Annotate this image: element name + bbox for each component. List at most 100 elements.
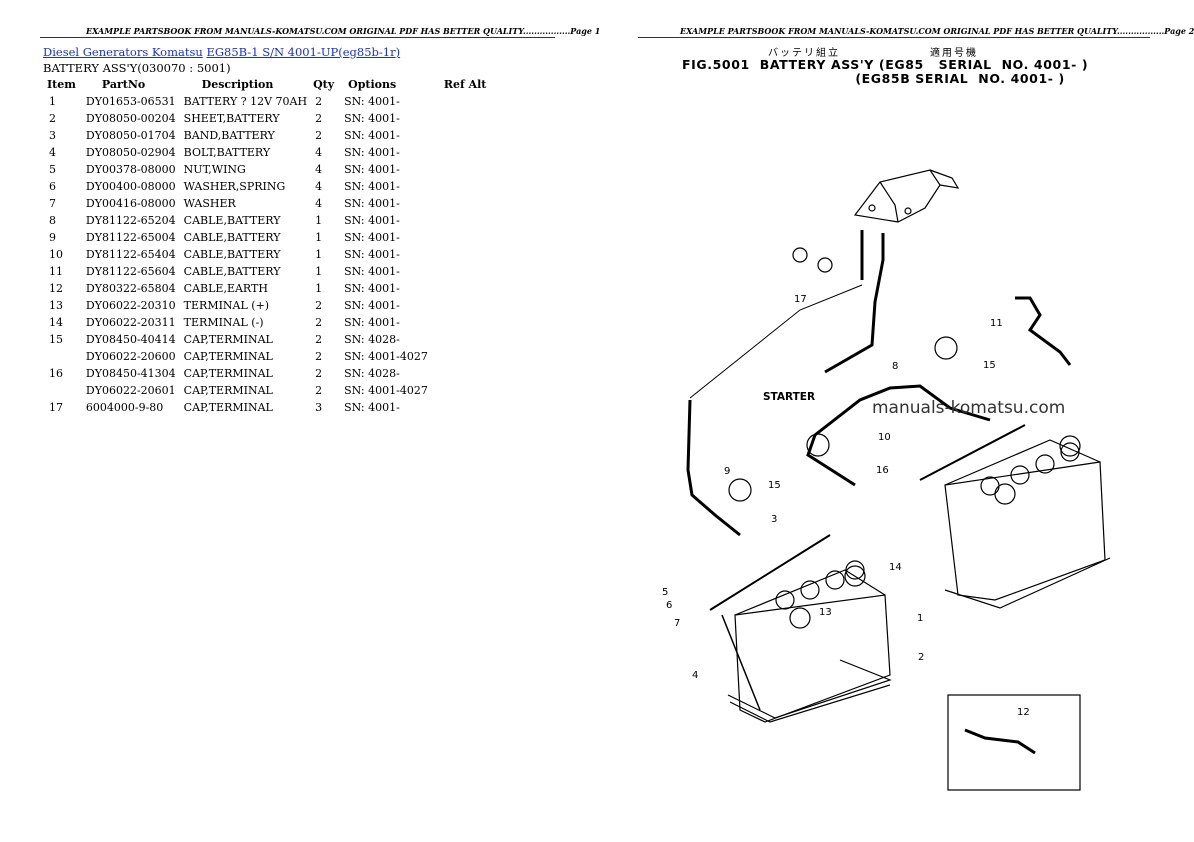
- callout-1: 1: [917, 613, 924, 624]
- cell-partno: DY06022-20311: [85, 316, 176, 329]
- parts-table: Item PartNo Description Qty Options Ref …: [43, 76, 490, 416]
- cell-qty: 3: [315, 401, 323, 414]
- cell-description: CABLE,BATTERY: [183, 231, 281, 244]
- cell-qty: 2: [315, 367, 323, 380]
- cell-options: SN: 4001-4027: [344, 384, 428, 397]
- cell-partno: DY06022-20600: [85, 350, 176, 363]
- cell-item: 12: [49, 282, 63, 295]
- cell-options: SN: 4001-: [344, 401, 400, 414]
- breadcrumb-link-model[interactable]: EG85B-1 S/N 4001-UP(eg85b-1r): [206, 45, 401, 59]
- cell-options: SN: 4001-: [344, 163, 400, 176]
- callout-8: 8: [892, 361, 899, 372]
- cell-partno: DY08050-02904: [85, 146, 176, 159]
- cable-11-drawing: [1015, 296, 1072, 366]
- cell-description: CABLE,BATTERY: [183, 265, 281, 278]
- cell-options: SN: 4001-: [344, 265, 400, 278]
- cell-qty: 2: [315, 384, 323, 397]
- cell-options: SN: 4001-: [344, 95, 400, 108]
- cell-description: WASHER,SPRING: [183, 180, 286, 193]
- cell-qty: 1: [315, 231, 323, 244]
- cell-qty: 2: [315, 95, 323, 108]
- callout-3: 3: [771, 514, 778, 525]
- terminal-cap-15-lower-drawing: [728, 478, 752, 502]
- cell-partno: DY00378-08000: [85, 163, 176, 176]
- callout-12: 12: [1017, 707, 1030, 718]
- callout-5: 5: [662, 587, 669, 598]
- cell-qty: 4: [315, 197, 323, 210]
- cell-description: CAP,TERMINAL: [183, 384, 273, 397]
- cell-item: 1: [49, 95, 56, 108]
- callout-10: 10: [878, 432, 891, 443]
- cell-options: SN: 4028-: [344, 367, 400, 380]
- battery-2-drawing: [944, 435, 1111, 609]
- cell-partno: DY80322-65804: [85, 282, 176, 295]
- column-header-qty: Qty: [313, 78, 335, 91]
- cell-description: SHEET,BATTERY: [183, 112, 280, 125]
- cell-partno: DY81122-65404: [85, 248, 176, 261]
- cell-partno: DY06022-20310: [85, 299, 176, 312]
- starter-label: STARTER: [763, 391, 816, 403]
- section-title: BATTERY ASS'Y(030070 : 5001): [43, 61, 231, 75]
- starter-motor-drawing: [853, 169, 960, 223]
- cell-description: CAP,TERMINAL: [183, 333, 273, 346]
- cell-description: CAP,TERMINAL: [183, 401, 273, 414]
- cell-options: SN: 4001-: [344, 282, 400, 295]
- cell-options: SN: 4001-: [344, 231, 400, 244]
- callout-13: 13: [819, 607, 832, 618]
- cell-item: 3: [49, 129, 56, 142]
- cell-qty: 4: [315, 163, 323, 176]
- cell-partno: DY81122-65204: [85, 214, 176, 227]
- table-row: 16 DY08450-41304 CAP,TERMINAL 2 SN: 4028-: [43, 365, 490, 382]
- cell-description: CAP,TERMINAL: [183, 367, 273, 380]
- cell-qty: 2: [315, 112, 323, 125]
- cell-partno: DY01653-06531: [85, 95, 176, 108]
- breadcrumb-link-category[interactable]: Diesel Generators Komatsu: [43, 45, 203, 59]
- cell-item: 17: [49, 401, 63, 414]
- terminal-cap-17-drawing: [792, 247, 808, 263]
- cell-options: SN: 4001-: [344, 197, 400, 210]
- cell-item: 15: [49, 333, 63, 346]
- table-header-row: Item PartNo Description Qty Options Ref …: [43, 76, 490, 93]
- callout-7: 7: [674, 618, 681, 629]
- cell-qty: 2: [315, 129, 323, 142]
- breadcrumb: Diesel Generators Komatsu EG85B-1 S/N 40…: [43, 45, 400, 59]
- cable-8-drawing: [824, 233, 885, 374]
- cell-qty: 1: [315, 214, 323, 227]
- callout-17: 17: [794, 294, 807, 305]
- cell-description: NUT,WING: [183, 163, 246, 176]
- cell-item: 7: [49, 197, 56, 210]
- callout-15-upper: 15: [983, 360, 996, 371]
- cell-qty: 2: [315, 333, 323, 346]
- cell-item: 16: [49, 367, 63, 380]
- cell-partno: DY08450-41304: [85, 367, 176, 380]
- callout-9: 9: [724, 466, 731, 477]
- cell-item: 8: [49, 214, 56, 227]
- cell-description: TERMINAL (-): [183, 316, 264, 329]
- cell-partno: DY08450-40414: [85, 333, 176, 346]
- cell-options: SN: 4001-: [344, 214, 400, 227]
- figure-title-japanese: バッテリ組立: [768, 48, 840, 59]
- cell-partno: DY08050-01704: [85, 129, 176, 142]
- cell-item: 10: [49, 248, 63, 261]
- callout-16: 16: [876, 465, 889, 476]
- inset-cable-12-box: [947, 694, 1081, 791]
- page-header-right: EXAMPLE PARTSBOOK FROM MANUALS-KOMATSU.C…: [680, 26, 1194, 36]
- cell-item: 14: [49, 316, 63, 329]
- cell-item: 2: [49, 112, 56, 125]
- callout-14: 14: [889, 562, 902, 573]
- figure-applicable-serial-japanese: 適用号機: [930, 48, 978, 59]
- cell-qty: 1: [315, 265, 323, 278]
- battery-1-drawing: [727, 560, 892, 723]
- cell-options: SN: 4001-: [344, 316, 400, 329]
- cell-partno: DY00400-08000: [85, 180, 176, 193]
- cell-description: BATTERY ? 12V 70AH: [183, 95, 308, 108]
- callout-2: 2: [918, 652, 925, 663]
- watermark-text: manuals-komatsu.com: [872, 398, 1066, 418]
